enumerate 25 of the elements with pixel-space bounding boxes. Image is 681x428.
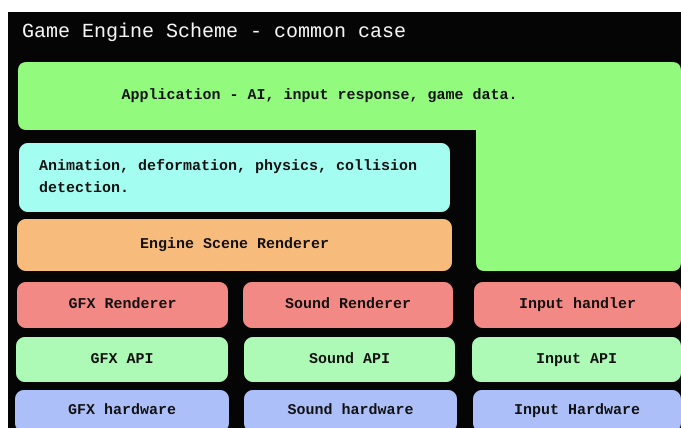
layer-label: Input API	[536, 350, 617, 370]
layer-block	[17, 282, 228, 328]
diagram-title: Game Engine Scheme - common case	[22, 20, 406, 46]
layer-block	[15, 390, 229, 428]
application-layer-block	[18, 62, 681, 271]
layer-block	[474, 282, 681, 328]
layer-label: Sound API	[308, 350, 390, 370]
layer-block	[19, 143, 450, 212]
layer-block	[473, 390, 681, 428]
layer-block	[243, 282, 453, 328]
layer-label: GFX API	[90, 350, 154, 370]
layer-label: Input handler	[518, 295, 636, 315]
layer-label: Application - AI, input response, game data.	[120, 86, 519, 106]
layer-label: Input Hardware	[514, 401, 640, 421]
layer-label: Engine Scene Renderer	[140, 235, 330, 255]
layer-block	[17, 219, 452, 271]
layer-label: GFX Renderer	[68, 295, 177, 315]
layer-label: Animation, deformation, physics, collision detection.	[39, 156, 418, 198]
layer-label: Sound hardware	[287, 401, 414, 421]
layer-block	[472, 337, 681, 382]
layer-block	[244, 390, 457, 428]
layer-block	[244, 337, 455, 382]
layer-block	[16, 337, 228, 382]
layer-label: GFX hardware	[68, 401, 176, 421]
layer-label: Sound Renderer	[284, 295, 412, 315]
